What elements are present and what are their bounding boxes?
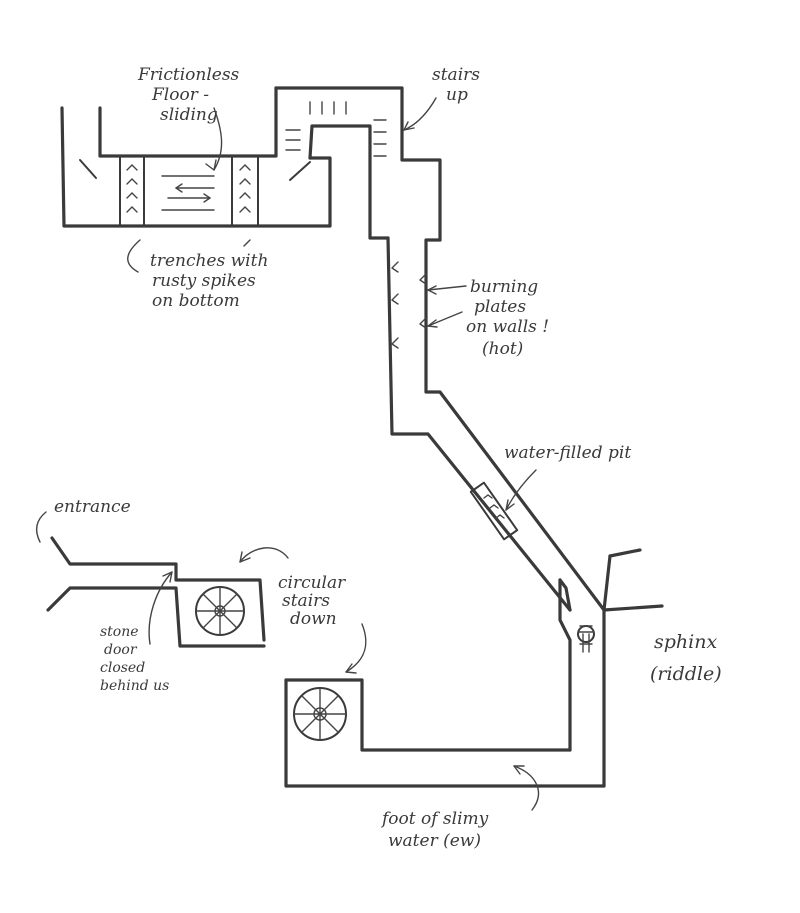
sphinx-junction (558, 548, 664, 788)
label-stone-line3: closed (100, 660, 145, 676)
label-sphinx-line1: sphinx (654, 631, 717, 653)
sliding-floor (161, 175, 215, 211)
label-burning-line1: burning (470, 277, 538, 297)
label-trenches-line3: on bottom (152, 291, 240, 311)
label-entrance: entrance (54, 497, 131, 517)
label-frictionless-line3: sliding (160, 105, 218, 125)
map-labels: Frictionless Floor - sliding stairs up t… (54, 65, 722, 851)
annotation-arrows (35, 97, 540, 811)
spike-trench-left (119, 155, 145, 227)
burning-corridor (386, 236, 606, 612)
stairs-up (285, 101, 387, 157)
water-pit (469, 481, 519, 541)
label-trenches-line1: trenches with (150, 251, 268, 271)
spike-trench-right (231, 155, 259, 227)
label-foot-line2: water (ew) (388, 831, 481, 851)
trap-room-walls (60, 86, 442, 242)
label-burning-line3: on walls ! (466, 317, 549, 337)
label-stone-line4: behind us (100, 678, 169, 694)
label-burning-line4: (hot) (482, 339, 523, 359)
circular-stairs-upper (195, 586, 245, 636)
lower-room (284, 678, 606, 788)
label-stone-line1: stone (100, 624, 139, 640)
entrance-corridor (46, 536, 266, 648)
circular-stairs-lower (293, 687, 347, 741)
label-trenches-line2: rusty spikes (152, 271, 256, 291)
label-frictionless-line2: Floor - (151, 85, 209, 105)
label-stone-line2: door (104, 642, 138, 658)
sphinx-icon (577, 625, 595, 653)
label-frictionless-line1: Frictionless (137, 65, 240, 85)
label-circular-line1: circular (278, 573, 346, 593)
label-sphinx-line2: (riddle) (650, 663, 722, 685)
label-stairs-up-line1: stairs (432, 65, 480, 85)
label-water-pit: water-filled pit (504, 443, 631, 463)
label-circular-line2: stairs (282, 591, 330, 611)
label-circular-line3: down (290, 609, 337, 629)
label-foot-line1: foot of slimy (380, 809, 489, 829)
label-burning-line2: plates (474, 297, 526, 317)
label-stairs-up-line2: up (446, 85, 468, 105)
